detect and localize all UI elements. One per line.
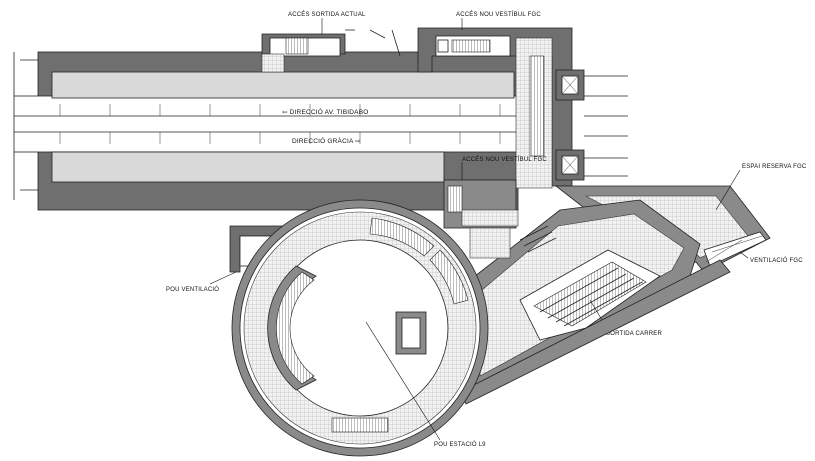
escalators — [533, 261, 647, 327]
upper-platform — [51, 71, 515, 99]
direction-tibidabo-label: ⇦ DIRECCIÓ AV. TIBIDABO — [282, 107, 369, 116]
fgc-ventilation-label: VENTILACIÓ FGC — [750, 257, 803, 264]
new-vestibule-access-top-label: ACCÉS NOU VESTÍBUL FGC — [456, 11, 541, 18]
ventilation-shaft-label: POU VENTILACIÓ — [166, 286, 219, 293]
reserved-space-label: ESPAI RESERVA FGC — [742, 164, 807, 170]
street-exit-area — [459, 199, 701, 401]
curved-stair-top — [369, 217, 469, 305]
new-vestibule-access-mid — [443, 179, 519, 229]
curved-stair-left — [267, 265, 317, 391]
curved-stair-bottom — [331, 417, 389, 433]
track-sleepers — [59, 104, 501, 144]
existing-exit-access-label: ACCÉS SORTIDA ACTUAL — [288, 11, 366, 18]
new-vestibule-access-mid-label: ACCÉS NOU VESTÍBUL FGC — [462, 156, 547, 163]
direction-gracia-label: DIRECCIÓ GRÀCIA ⇨ — [292, 136, 361, 145]
existing-exit-access — [261, 29, 401, 73]
lower-platform — [51, 151, 445, 183]
station-shaft-label: POU ESTACIÓ L9 — [434, 441, 486, 448]
elevator-car — [395, 311, 427, 355]
street-exit-label: SORTIDA CARRER — [606, 331, 662, 337]
station-shaft — [231, 199, 489, 457]
tunnel-block — [13, 51, 525, 211]
right-shafts — [555, 69, 628, 181]
